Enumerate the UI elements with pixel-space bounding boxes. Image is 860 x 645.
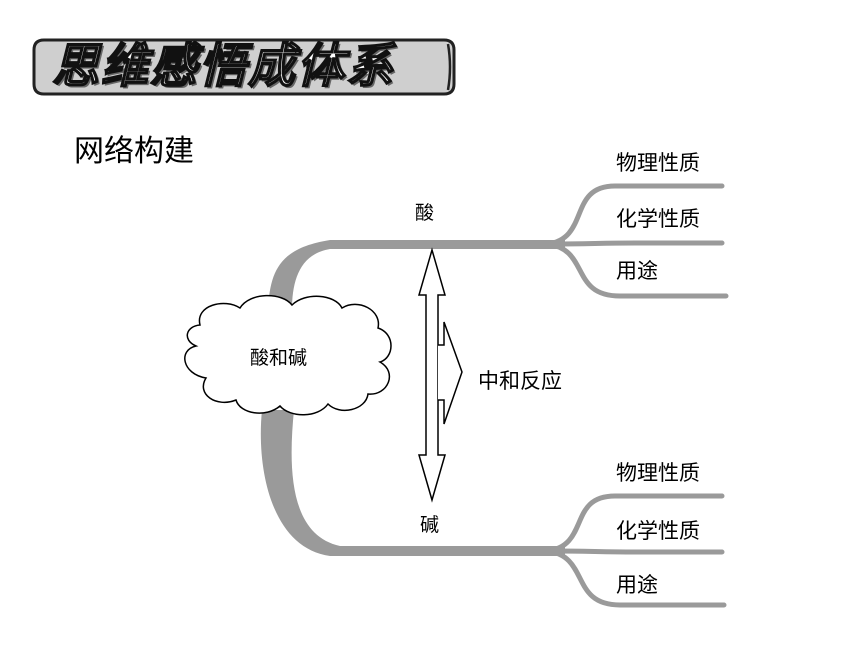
acid-label: 酸 [415,202,435,224]
base-branch-line-3 [545,548,727,608]
center-cloud [184,294,392,416]
banner-title: 思维感悟成体系 [51,39,395,95]
banner-frame [32,38,456,96]
reaction-arrow [438,321,463,425]
acid-trunk [268,240,565,310]
base-branch-physical: 物理性质 [616,461,700,485]
acid-branch-uses: 用途 [616,259,658,283]
acid-branch-line-2 [549,240,725,247]
acid-branch-physical: 物理性质 [616,151,700,175]
base-branch-line-2 [549,548,725,555]
section-title: 网络构建 [74,134,194,169]
reaction-label: 中和反应 [478,369,562,393]
acid-branch-line-3 [545,241,729,299]
base-branch-uses: 用途 [616,573,658,597]
base-label: 碱 [420,514,440,536]
double-arrow [418,247,446,503]
acid-branch-fan [545,183,729,299]
acid-branch-line-1 [545,183,725,247]
base-trunk [260,410,565,556]
center-label: 酸和碱 [250,347,308,369]
acid-branch-chemical: 化学性质 [616,207,700,231]
base-branch-line-1 [545,493,725,554]
base-branch-chemical: 化学性质 [616,519,700,543]
title-banner: 思维感悟成体系 [30,36,458,98]
base-branch-fan [545,493,727,608]
